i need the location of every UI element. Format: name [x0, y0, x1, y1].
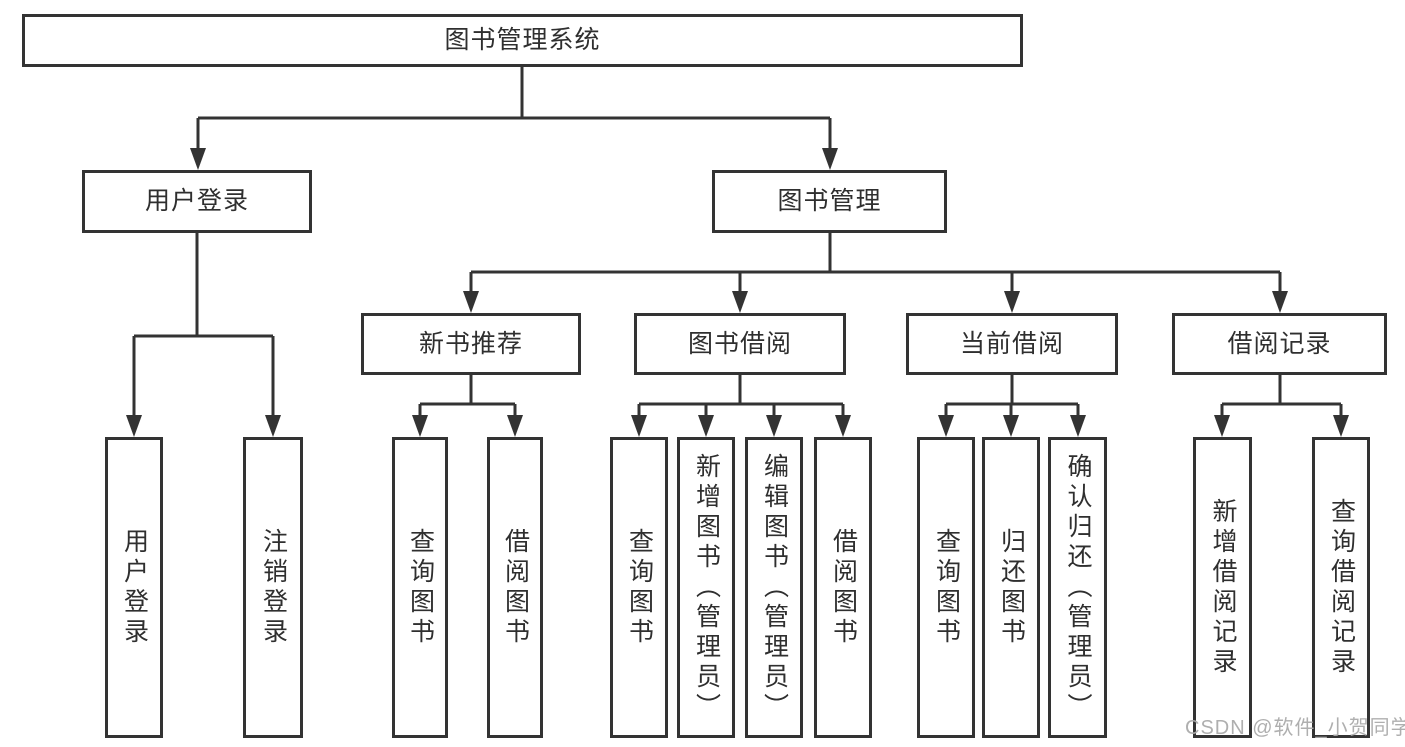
leaf-borrow-books: 借阅图书 — [814, 437, 872, 738]
node-new-book-recommend: 新书推荐 — [361, 313, 581, 375]
leaf-edit-books-admin: 编辑图书（管理员） — [745, 437, 803, 738]
leaf-logout: 注销登录 — [243, 437, 303, 738]
leaf-add-borrow-record: 新增借阅记录 — [1193, 437, 1252, 738]
leaf-add-borrow-record-label: 新增借阅记录 — [1209, 497, 1237, 678]
leaf-recommend-query-books-label: 查询图书 — [406, 527, 435, 648]
leaf-current-query-books: 查询图书 — [917, 437, 975, 738]
leaf-recommend-query-books: 查询图书 — [392, 437, 448, 738]
node-user-login-label: 用户登录 — [144, 187, 249, 215]
leaf-query-borrow-record-label: 查询借阅记录 — [1327, 497, 1356, 678]
csdn-watermark: CSDN @软件_小贺同学 — [1185, 717, 1405, 739]
leaf-borrow-query-books: 查询图书 — [610, 437, 668, 738]
leaf-borrow-books-label: 借阅图书 — [829, 527, 858, 648]
edge-newbooks-to-leaves — [412, 375, 523, 437]
leaf-add-books-admin: 新增图书（管理员） — [677, 437, 735, 738]
node-user-login: 用户登录 — [82, 170, 312, 233]
edge-root-to-level2 — [190, 67, 838, 170]
leaf-query-borrow-record: 查询借阅记录 — [1312, 437, 1370, 738]
leaf-return-books-label: 归还图书 — [997, 527, 1026, 648]
leaf-user-login-label: 用户登录 — [120, 527, 149, 648]
leaf-add-books-admin-label: 新增图书（管理员） — [692, 452, 721, 723]
leaf-logout-label: 注销登录 — [259, 527, 288, 648]
node-root-system-label: 图书管理系统 — [444, 26, 601, 54]
node-borrow-records: 借阅记录 — [1172, 313, 1387, 375]
edge-records-to-leaves — [1214, 375, 1349, 437]
edge-current-to-leaves — [938, 375, 1086, 437]
leaf-borrow-query-books-label: 查询图书 — [625, 527, 654, 648]
edge-bookmgmt-to-level3 — [463, 233, 1288, 313]
node-book-borrowing: 图书借阅 — [634, 313, 846, 375]
leaf-user-login: 用户登录 — [105, 437, 163, 738]
node-current-borrowing-label: 当前借阅 — [959, 329, 1064, 358]
edge-borrow-to-leaves — [631, 375, 851, 437]
edge-userlogin-to-leaves — [126, 233, 281, 437]
leaf-recommend-borrow-books: 借阅图书 — [487, 437, 543, 738]
node-root-system: 图书管理系统 — [22, 14, 1023, 67]
leaf-confirm-return-admin-label: 确认归还（管理员） — [1064, 452, 1092, 723]
leaf-current-query-books-label: 查询图书 — [932, 527, 961, 648]
leaf-recommend-borrow-books-label: 借阅图书 — [501, 527, 530, 648]
node-book-management-label: 图书管理 — [777, 187, 882, 215]
leaf-return-books: 归还图书 — [982, 437, 1040, 738]
node-book-borrowing-label: 图书借阅 — [687, 329, 792, 358]
node-borrow-records-label: 借阅记录 — [1227, 329, 1332, 358]
node-book-management: 图书管理 — [712, 170, 947, 233]
leaf-confirm-return-admin: 确认归还（管理员） — [1048, 437, 1107, 738]
leaf-edit-books-admin-label: 编辑图书（管理员） — [760, 452, 789, 723]
node-current-borrowing: 当前借阅 — [906, 313, 1118, 375]
node-new-book-recommend-label: 新书推荐 — [418, 329, 523, 358]
